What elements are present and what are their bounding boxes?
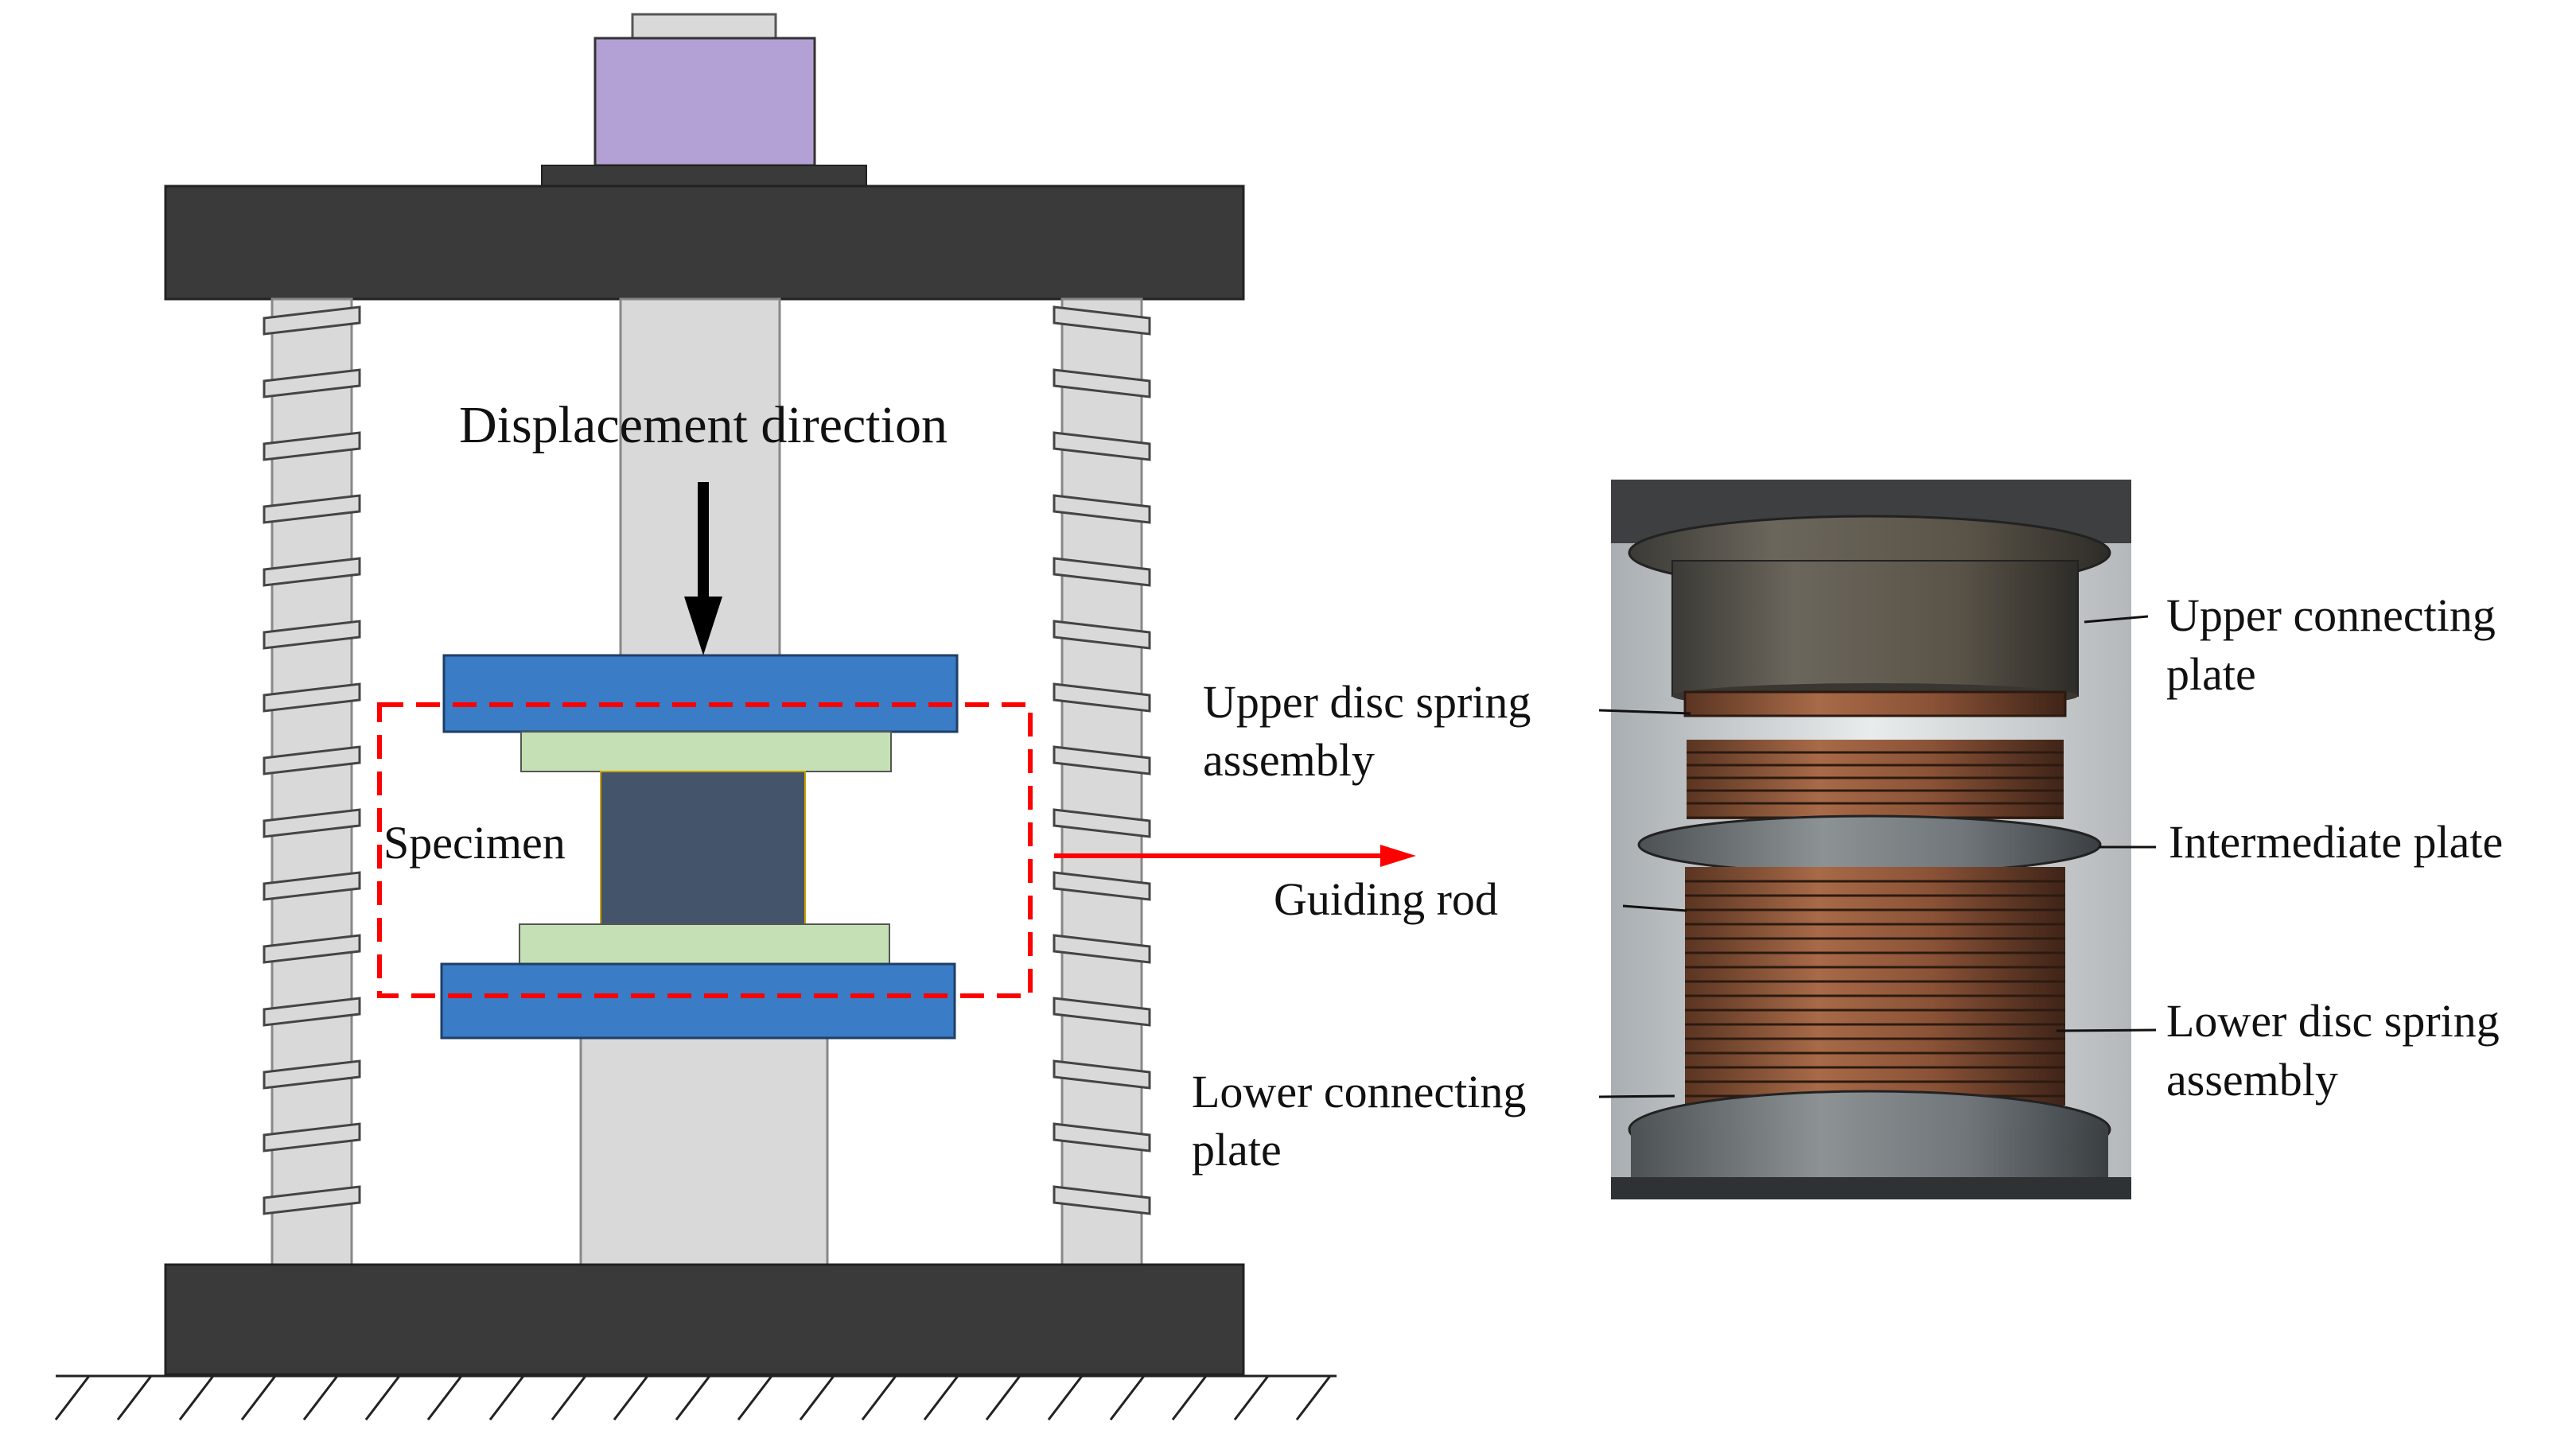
specimen-photo [1611,480,2131,1199]
lower-connecting-plate-label-2: plate [1192,1124,1282,1176]
lower-loading-rod [579,1036,829,1266]
upper-disc-spring-label-1: Upper disc spring [1203,676,1531,728]
upper-disc-spring-assembly [1683,690,2067,819]
intermediate-plate [1637,814,2102,875]
displacement-direction-label: Displacement direction [459,396,948,454]
photo-labels: Upper connecting plate Upper disc spring… [1192,589,2503,1176]
top-crosshead [164,185,1245,301]
specimen-label: Specimen [383,817,566,869]
lower-disc-spring-assembly [1685,867,2065,1106]
displacement-arrow [684,482,722,655]
detail-dashed-box [377,702,1033,998]
actuator [593,37,816,167]
right-column [1053,297,1151,1266]
bottom-base [164,1263,1245,1376]
lower-disc-spring-label-1: Lower disc spring [2166,995,2500,1047]
actuator-cap [631,13,777,40]
lower-disc-spring-label-2: assembly [2166,1054,2338,1106]
guiding-rod-label: Guiding rod [1274,873,1498,925]
upper-disc-spring-label-2: assembly [1203,734,1375,786]
lower-pad [519,923,890,965]
upper-connecting-plate-label-2: plate [2166,648,2256,700]
lower-bearing-plate [440,962,956,1040]
intermediate-plate-label: Intermediate plate [2169,816,2503,868]
specimen [600,771,806,925]
upper-pad [520,731,892,772]
upper-connecting-plate-label-1: Upper connecting [2166,589,2496,641]
callout-leaders [1598,615,2157,1098]
ground-hatch [54,1374,1337,1421]
lower-connecting-plate-label-1: Lower connecting [1192,1066,1526,1117]
upper-bearing-plate [442,654,959,733]
detail-pointer-arrow [1054,845,1416,867]
upper-connecting-plate-body [1671,560,2079,697]
actuator-base [541,165,867,187]
schematic: Displacement direction Specimen [54,13,1416,1421]
left-column [263,297,361,1266]
